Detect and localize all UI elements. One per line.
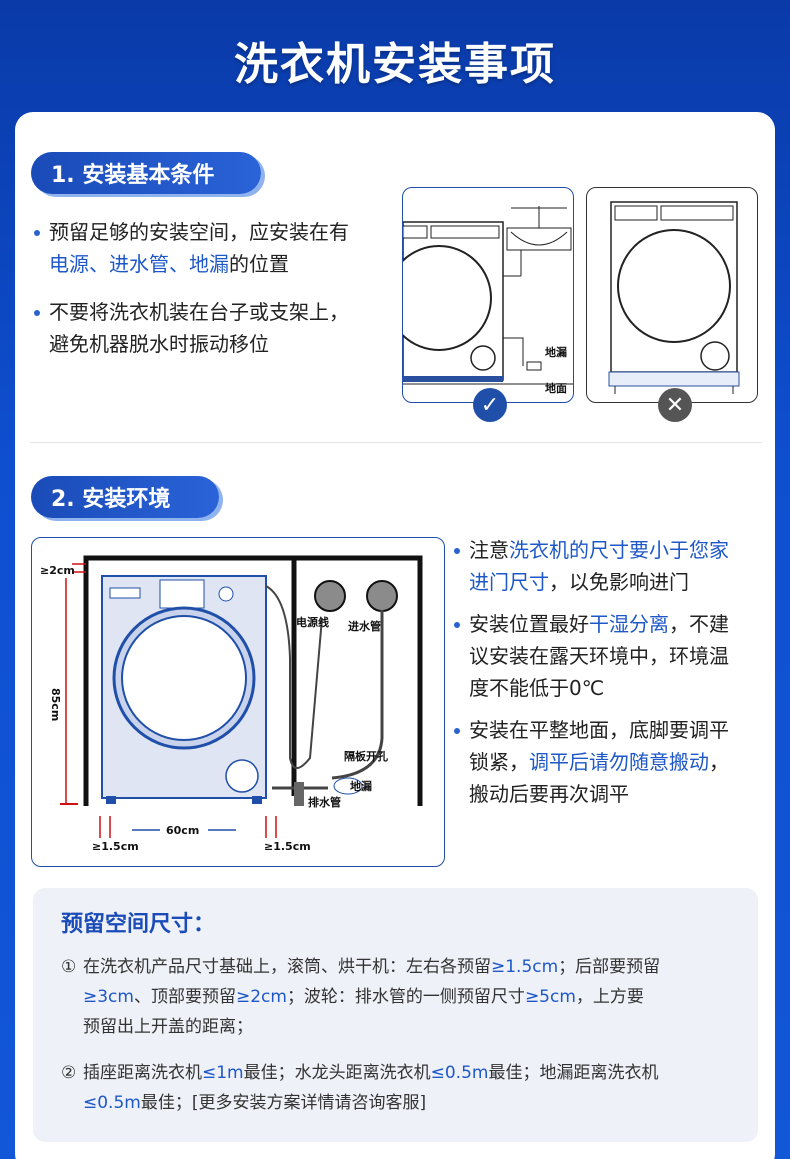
bullet-dot (34, 230, 40, 236)
cross-icon: ✕ (658, 388, 692, 422)
s2b3-rest: ， (709, 750, 729, 774)
s2b1-line2: 进门尺寸，以免影响进门 (469, 566, 769, 598)
section2-bullet2: 安装位置最好干湿分离，不建 议安装在露天环境中，环境温 度不能低于0℃ (454, 608, 769, 704)
s2b3-line3: 搬动后要再次调平 (469, 782, 629, 806)
note-item1-line2: ≥3cm、顶部要预留≥2cm；波轮：排水管的一侧预留尺寸≥5cm，上方要 (83, 982, 753, 1012)
s2b2-rest: ，不建 (669, 612, 729, 636)
section1-bullet2: 不要将洗衣机装在台子或支架上， 避免机器脱水时振动移位 (34, 296, 399, 360)
bullet1-highlight: 电源、进水管、地漏 (49, 252, 229, 276)
s2b2-line1: 安装位置最好干湿分离，不建 (469, 608, 769, 640)
note-highlight: ≤1m (202, 1063, 244, 1083)
bullet1-line1: 预留足够的安装空间，应安装在有 (49, 220, 349, 244)
environment-diagram: ≥2cm 85cm 电源线 进水管 隔板开孔 地漏 排水管 60cm ≥1.5c… (31, 537, 445, 867)
environment-illustration: ≥2cm 85cm 电源线 进水管 隔板开孔 地漏 排水管 60cm ≥1.5c… (40, 555, 423, 853)
note-text: 插座距离洗衣机 (83, 1063, 202, 1083)
height-label: 85cm (49, 688, 62, 721)
bullet1-line2: 电源、进水管、地漏的位置 (49, 248, 399, 280)
note-item1-line1: ① 在洗衣机产品尺寸基础上，滚筒、烘干机：左右各预留≥1.5cm；后部要预留 (61, 952, 751, 982)
note-item2-line1: ② 插座距离洗衣机≤1m最佳；水龙头距离洗衣机≤0.5m最佳；地漏距离洗衣机 (61, 1058, 751, 1088)
note-text: 最佳；水龙头距离洗衣机 (243, 1063, 431, 1083)
bullet-dot (454, 548, 460, 554)
section2-bullet1: 注意洗衣机的尺寸要小于您家 进门尺寸，以免影响进门 (454, 534, 769, 598)
partition-hole-label: 隔板开孔 (344, 749, 388, 763)
power-cord-label: 电源线 (296, 615, 329, 629)
right-gap-label: ≥1.5cm (264, 840, 311, 853)
bullet1-rest: 的位置 (229, 252, 289, 276)
wrong-install-illustration (608, 201, 740, 394)
note-highlight: ≥3cm (83, 987, 134, 1007)
inlet-hose-label: 进水管 (348, 619, 381, 633)
s2b2-pre: 安装位置最好 (469, 612, 589, 636)
note-highlight: ≤0.5m (83, 1093, 141, 1113)
note-title: 预留空间尺寸： (61, 912, 216, 937)
floor-drain-label: 地漏 (545, 345, 567, 359)
floor-drain-label: 地漏 (350, 779, 372, 793)
note-highlight: ≥5cm (524, 987, 576, 1007)
section-divider (30, 442, 762, 443)
s2b2-line3: 度不能低于0℃ (469, 676, 605, 700)
note-highlight: ≥2cm (235, 987, 287, 1007)
note-highlight: ≥1.5cm (491, 957, 559, 977)
note-text: 、顶部要预留 (133, 987, 236, 1007)
note-item2-number: ② (61, 1063, 77, 1083)
note-text: ，上方要 (575, 987, 644, 1007)
section1-bullet1: 预留足够的安装空间，应安装在有 电源、进水管、地漏的位置 (34, 216, 399, 280)
bullet2-line1: 不要将洗衣机装在台子或支架上， (49, 300, 349, 324)
note-item2-line2: ≤0.5m最佳；[更多安装方案详情请咨询客服] (83, 1088, 753, 1118)
s2b3-line2: 锁紧，调平后请勿随意搬动， (469, 746, 769, 778)
section2-bullet3: 安装在平整地面，底脚要调平 锁紧，调平后请勿随意搬动， 搬动后要再次调平 (454, 714, 769, 810)
s2b2-hl: 干湿分离 (589, 612, 669, 636)
note-item1-line3: 预留出上开盖的距离； (83, 1017, 253, 1037)
bullet-dot (454, 622, 460, 628)
s2b2-line2: 议安装在露天环境中，环境温 (469, 644, 729, 668)
note-text: 在洗衣机产品尺寸基础上，滚筒、烘干机：左右各预留 (83, 957, 491, 977)
s2b3-hl: 调平后请勿随意搬动 (529, 750, 709, 774)
s2b3-line1: 安装在平整地面，底脚要调平 (469, 718, 729, 742)
note-text: ；后部要预留 (558, 957, 661, 977)
s2b3-pre: 锁紧， (469, 750, 529, 774)
s2b1-rest: ，以免影响进门 (549, 570, 689, 594)
drain-hose-label: 排水管 (308, 795, 341, 809)
note-highlight: ≤0.5m (430, 1063, 489, 1083)
section2-badge: 2. 安装环境 (31, 476, 219, 518)
s2b1-pre: 注意 (469, 538, 509, 562)
page-title: 洗衣机安装事项 (234, 39, 556, 90)
top-gap-label: ≥2cm (40, 564, 75, 577)
bullet-dot (34, 310, 40, 316)
floor-label: 地面 (545, 381, 567, 395)
note-text: 最佳；[更多安装方案详情请咨询客服] (140, 1093, 427, 1113)
correct-install-diagram: 地漏 地面 (402, 187, 574, 403)
correct-install-illustration: 地漏 地面 (403, 206, 573, 395)
bullet2-line2: 避免机器脱水时振动移位 (49, 332, 269, 356)
width-label: 60cm (166, 824, 199, 837)
section1-badge: 1. 安装基本条件 (31, 152, 261, 194)
s2b1-hl: 洗衣机的尺寸要小于您家 (509, 538, 729, 562)
left-gap-label: ≥1.5cm (92, 840, 139, 853)
check-icon: ✓ (473, 388, 507, 422)
note-item1-number: ① (61, 957, 77, 977)
bullet-dot (454, 728, 460, 734)
s2b1-hl2: 进门尺寸 (469, 570, 549, 594)
note-text: 最佳；地漏距离洗衣机 (488, 1063, 659, 1083)
note-text: ；波轮：排水管的一侧预留尺寸 (286, 987, 525, 1007)
content-card: 1. 安装基本条件 预留足够的安装空间，应安装在有 电源、进水管、地漏的位置 不… (15, 112, 775, 1159)
s2b1-line1: 注意洗衣机的尺寸要小于您家 (469, 534, 769, 566)
wrong-install-diagram (586, 187, 758, 403)
